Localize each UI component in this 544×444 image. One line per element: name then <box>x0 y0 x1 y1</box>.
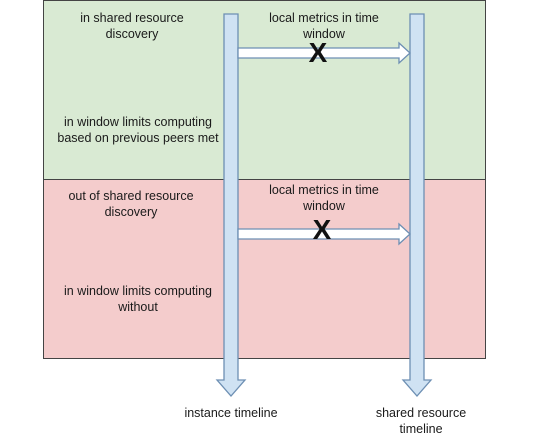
bottom-exchange-cross-mark: X <box>312 214 332 245</box>
shared-timeline-arrow <box>401 13 433 397</box>
shared-timeline-label: shared resource timeline <box>375 406 467 436</box>
bottom-exchange-label: local metrics in time window <box>269 183 379 213</box>
top-exchange-label: local metrics in time window <box>269 11 379 41</box>
instance-timeline-label: instance timeline <box>184 406 278 420</box>
bottom-region-label: out of shared resource discovery <box>68 189 194 219</box>
top-exchange-cross-mark: X <box>308 37 328 68</box>
top-region-description: in window limits computing based on prev… <box>57 115 219 145</box>
top-exchange-arrow <box>237 41 411 65</box>
bottom-exchange-arrow <box>237 222 411 246</box>
top-region-label: in shared resource discovery <box>80 11 184 41</box>
bottom-region-description: in window limits computing without <box>64 284 212 314</box>
instance-timeline-arrow <box>215 13 247 397</box>
